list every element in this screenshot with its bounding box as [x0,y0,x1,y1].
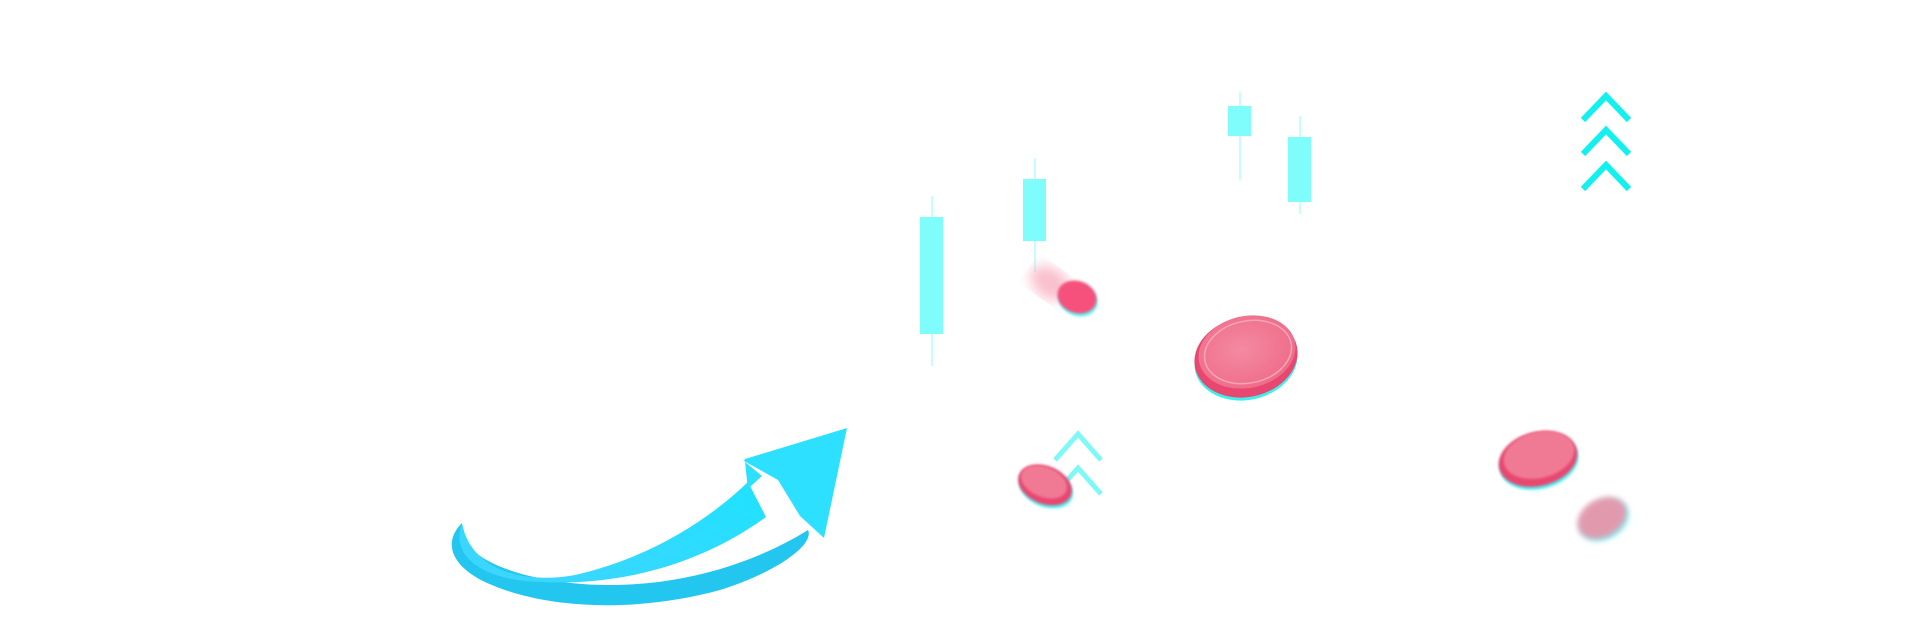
candlestick-group [920,92,1311,366]
chevron-group-top [1580,91,1632,192]
coin-icon [1577,497,1629,541]
candlestick-icon [1288,116,1311,214]
coin-icon [1498,431,1579,490]
arrow-shadow [451,523,809,606]
coin-icon [1018,464,1073,509]
rising-arrow-icon [451,428,847,606]
coin-icon [1194,315,1298,401]
chevron-up-icon [1580,125,1632,157]
coin-icon [1030,265,1098,317]
chevron-up-icon [1580,160,1632,192]
chevron-up-icon [1053,430,1103,462]
candlestick-icon [920,196,943,366]
candlestick-icon [1023,158,1046,272]
arrow-neck [730,462,762,505]
arrow-shaft [459,482,766,583]
arrow-head [744,428,847,538]
candlestick-icon [1228,92,1251,180]
chevron-up-icon [1580,91,1632,123]
